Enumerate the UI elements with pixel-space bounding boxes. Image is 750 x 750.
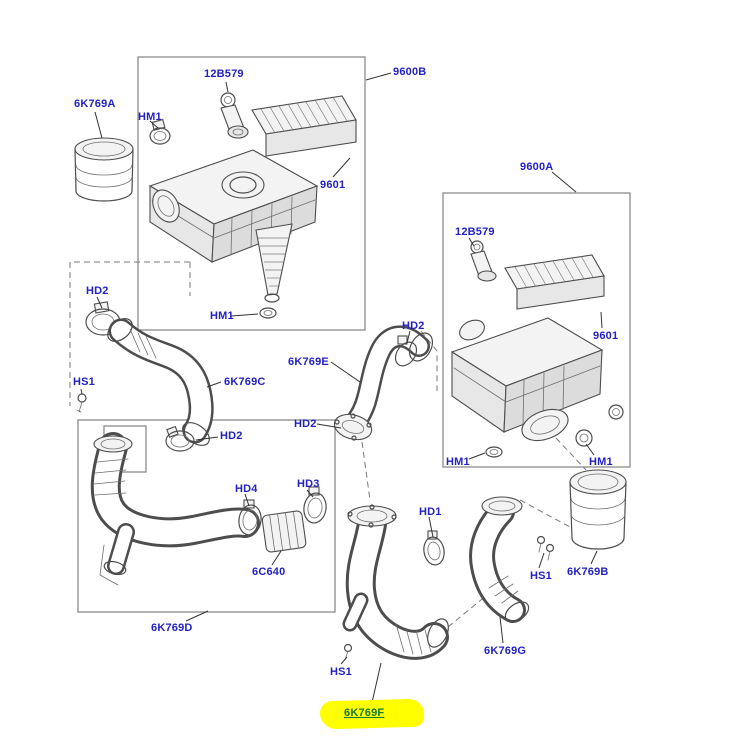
part-drawing-HM1-grommet xyxy=(259,307,277,319)
part-label-HD2-3[interactable]: HD2 xyxy=(402,320,425,332)
part-label-9601-2[interactable]: 9601 xyxy=(593,330,619,342)
part-drawing-9601-filter-2 xyxy=(504,254,605,310)
part-label-6K769C[interactable]: 6K769C xyxy=(224,376,266,388)
part-label-HD3[interactable]: HD3 xyxy=(297,478,320,490)
leader-lines xyxy=(80,72,603,708)
part-label-9601-1[interactable]: 9601 xyxy=(320,179,346,191)
part-label-HM1-4[interactable]: HM1 xyxy=(589,456,613,468)
part-drawing-HS1-screw-1 xyxy=(76,393,87,413)
part-label-HM1-1[interactable]: HM1 xyxy=(138,111,162,123)
part-label-HM1-3[interactable]: HM1 xyxy=(446,456,470,468)
part-drawing-HM1-clamp xyxy=(149,118,171,145)
part-drawing-HM1-grommet-right xyxy=(485,404,624,458)
part-label-HD1[interactable]: HD1 xyxy=(419,506,442,518)
part-label-HS1-2[interactable]: HS1 xyxy=(530,570,552,582)
part-drawing-6K769B-duct xyxy=(569,469,627,550)
part-drawing-12B579-sensor xyxy=(220,92,249,139)
part-drawing-6K769C-hose xyxy=(107,318,214,446)
part-label-6K769G[interactable]: 6K769G xyxy=(484,645,527,657)
part-drawing-HD4-clamp xyxy=(238,499,262,536)
part-label-HM1-2[interactable]: HM1 xyxy=(210,310,234,322)
part-drawing-9601-filter xyxy=(251,95,357,157)
part-label-HD2-4[interactable]: HD2 xyxy=(294,418,317,430)
part-drawing-HD1-clamp xyxy=(423,530,445,566)
part-label-12B579-1[interactable]: 12B579 xyxy=(204,68,244,80)
part-drawing-6K769G-hose xyxy=(469,496,555,623)
part-label-HD4[interactable]: HD4 xyxy=(235,483,258,495)
part-drawing-6K769E-hose xyxy=(333,325,434,441)
part-label-6K769A[interactable]: 6K769A xyxy=(74,98,116,110)
part-label-HD2-1[interactable]: HD2 xyxy=(86,285,109,297)
part-label-9600A[interactable]: 9600A xyxy=(520,161,554,173)
part-label-HS1-1[interactable]: HS1 xyxy=(73,376,95,388)
part-drawing-6C640-coupling xyxy=(261,510,307,553)
part-label-6K769F-highlighted[interactable]: 6K769F xyxy=(344,707,385,719)
part-drawing-6K769A xyxy=(74,137,134,202)
part-label-6K769E[interactable]: 6K769E xyxy=(288,356,329,368)
part-drawing-6K769F-hose xyxy=(342,504,449,661)
part-drawing-air-cleaner-9600A xyxy=(450,317,604,442)
part-label-12B579-2[interactable]: 12B579 xyxy=(455,226,495,238)
part-label-6K769D[interactable]: 6K769D xyxy=(151,622,193,634)
group-box-9600A xyxy=(442,192,631,468)
part-label-6C640[interactable]: 6C640 xyxy=(252,566,286,578)
part-drawing-HD2-clamp-2 xyxy=(165,425,195,452)
part-drawing-12B579-sensor-2 xyxy=(470,240,497,282)
part-drawing-HD3-clamp xyxy=(303,486,327,524)
part-label-6K769B[interactable]: 6K769B xyxy=(567,566,609,578)
group-box-9600B xyxy=(137,56,366,331)
dashed-alignment-lines xyxy=(69,261,587,628)
part-label-HD2-2[interactable]: HD2 xyxy=(220,430,243,442)
part-label-HS1-3[interactable]: HS1 xyxy=(330,666,352,678)
part-drawing-6K769D-hose xyxy=(90,432,260,586)
part-drawing-air-cleaner-9600B xyxy=(148,149,319,303)
part-label-9600B[interactable]: 9600B xyxy=(393,66,427,78)
